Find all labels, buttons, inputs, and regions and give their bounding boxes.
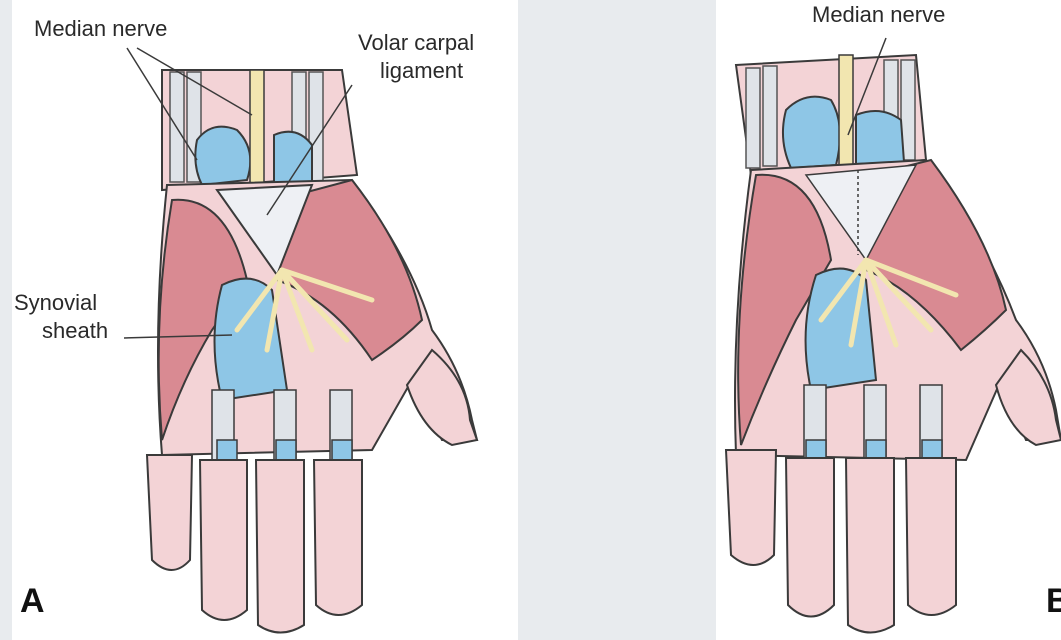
palmar-synovial-sheath bbox=[806, 269, 876, 390]
panel-letter-a: A bbox=[20, 582, 45, 621]
label-volar-carpal-line1: Volar carpal bbox=[358, 30, 474, 56]
finger-tendons bbox=[212, 390, 352, 460]
panel-a: Median nerve Volar carpal ligament Synov… bbox=[12, 0, 518, 640]
panel-b: Median nerve B bbox=[716, 0, 1061, 640]
label-synovial-line2: sheath bbox=[42, 318, 108, 344]
wrist-sheath-left bbox=[783, 97, 840, 168]
fingers bbox=[726, 450, 956, 633]
label-volar-carpal-line2: ligament bbox=[380, 58, 463, 84]
wrist-sheath-right bbox=[856, 111, 904, 164]
fingers bbox=[147, 455, 362, 633]
label-synovial-line1: Synovial bbox=[14, 290, 97, 316]
label-median-nerve-b: Median nerve bbox=[812, 2, 945, 28]
label-median-nerve-a: Median nerve bbox=[34, 16, 167, 42]
hand-illustration-b bbox=[716, 0, 1061, 640]
finger-tendons bbox=[804, 385, 942, 460]
panel-letter-b: B bbox=[1046, 582, 1061, 621]
median-nerve bbox=[839, 55, 853, 165]
median-nerve bbox=[250, 70, 264, 185]
wrist-sheath-left bbox=[195, 127, 250, 185]
